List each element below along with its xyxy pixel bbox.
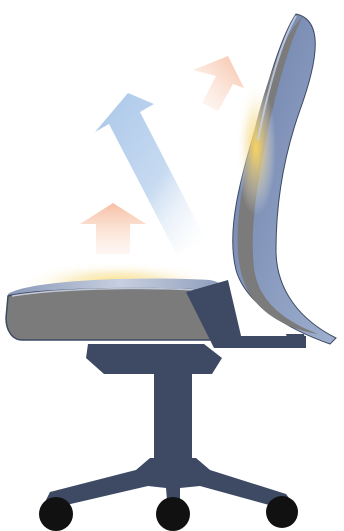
backrest <box>233 14 336 344</box>
gas-lift-column <box>154 372 192 464</box>
arrow-up-right-icon <box>193 56 244 111</box>
seat-plate <box>86 344 222 374</box>
heat-glow-icon <box>236 80 276 216</box>
arrow-up-icon <box>80 203 146 254</box>
caster-icon <box>156 497 190 531</box>
caster-icon <box>39 497 73 531</box>
caster-icon <box>266 496 298 528</box>
